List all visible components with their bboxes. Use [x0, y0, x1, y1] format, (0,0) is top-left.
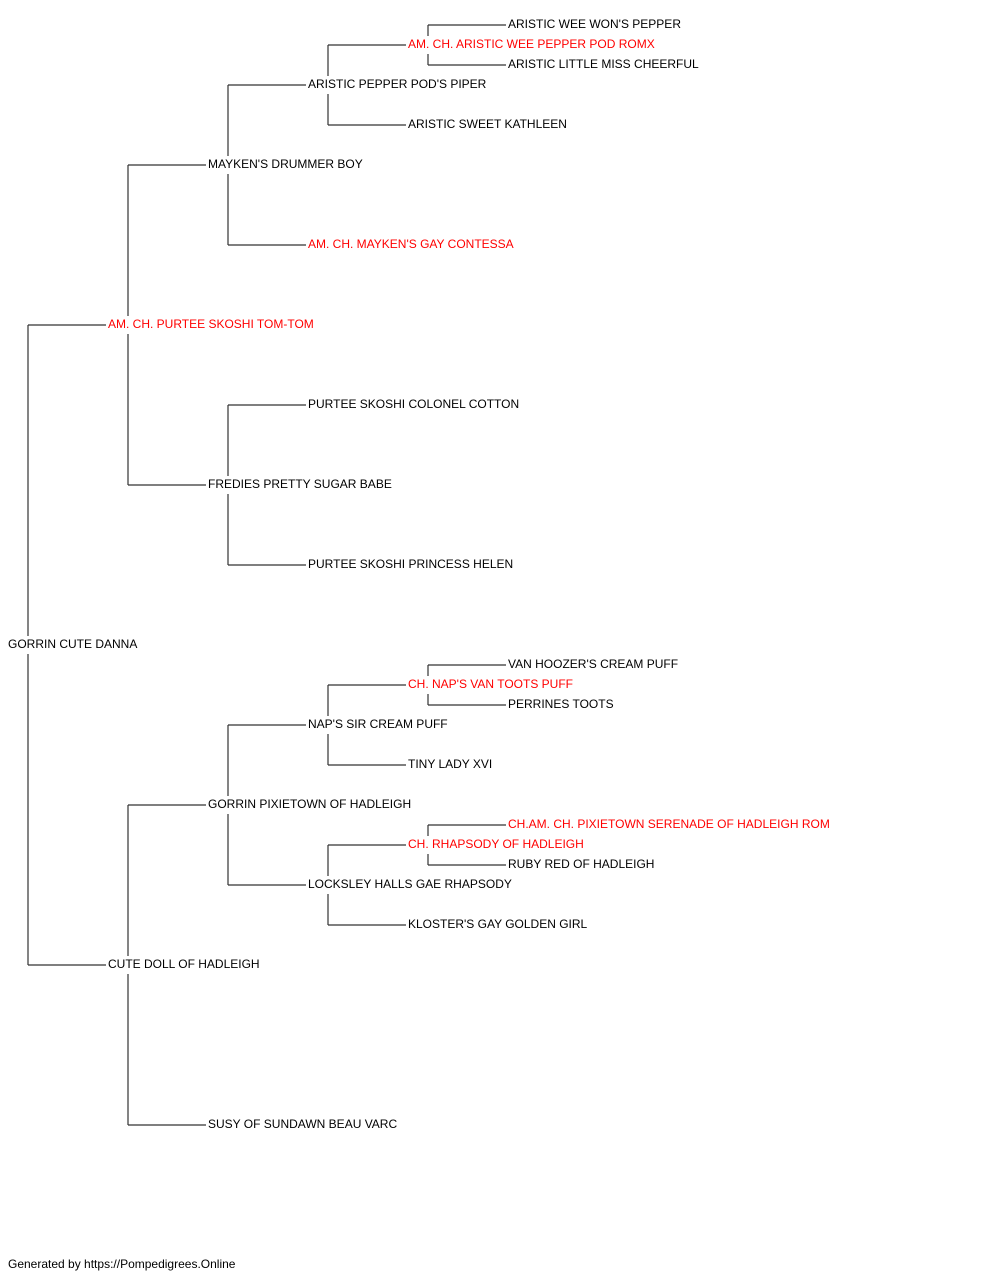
- champion-name-label: CH.AM. CH. PIXIETOWN SERENADE OF HADLEIG…: [508, 817, 830, 831]
- dog-name-label: ARISTIC SWEET KATHLEEN: [408, 117, 567, 131]
- dog-name-label: GORRIN CUTE DANNA: [8, 637, 137, 651]
- champion-name-label: AM. CH. PURTEE SKOSHI TOM-TOM: [108, 317, 314, 331]
- dog-name-label: KLOSTER'S GAY GOLDEN GIRL: [408, 917, 588, 931]
- champion-name-label: AM. CH. MAYKEN'S GAY CONTESSA: [308, 237, 514, 251]
- dog-name-label: GORRIN PIXIETOWN OF HADLEIGH: [208, 797, 411, 811]
- dog-name-label: MAYKEN'S DRUMMER BOY: [208, 157, 363, 171]
- champion-name-label: CH. RHAPSODY OF HADLEIGH: [408, 837, 584, 851]
- champion-name-label: CH. NAP'S VAN TOOTS PUFF: [408, 677, 573, 691]
- champion-name-label: AM. CH. ARISTIC WEE PEPPER POD ROMX: [408, 37, 655, 51]
- dog-name-label: ARISTIC PEPPER POD'S PIPER: [308, 77, 487, 91]
- pedigree-tree: GORRIN CUTE DANNA AM. CH. PURTEE SKOSHI T…: [8, 17, 830, 1131]
- dog-name-label: CUTE DOLL OF HADLEIGH: [108, 957, 260, 971]
- dog-name-label: FREDIES PRETTY SUGAR BABE: [208, 477, 392, 491]
- dog-name-label: SUSY OF SUNDAWN BEAU VARC: [208, 1117, 397, 1131]
- dog-name-label: VAN HOOZER'S CREAM PUFF: [508, 657, 678, 671]
- dog-name-label: ARISTIC WEE WON'S PEPPER: [508, 17, 681, 31]
- dog-name-label: ARISTIC LITTLE MISS CHEERFUL: [508, 57, 699, 71]
- dog-name-label: LOCKSLEY HALLS GAE RHAPSODY: [308, 877, 512, 891]
- dog-name-label: PURTEE SKOSHI COLONEL COTTON: [308, 397, 519, 411]
- dog-name-label: TINY LADY XVI: [408, 757, 492, 771]
- footer-credit: Generated by https://Pompedigrees.Online: [8, 1257, 236, 1271]
- dog-name-label: RUBY RED OF HADLEIGH: [508, 857, 654, 871]
- dog-name-label: PERRINES TOOTS: [508, 697, 614, 711]
- dog-name-label: PURTEE SKOSHI PRINCESS HELEN: [308, 557, 513, 571]
- dog-name-label: NAP'S SIR CREAM PUFF: [308, 717, 448, 731]
